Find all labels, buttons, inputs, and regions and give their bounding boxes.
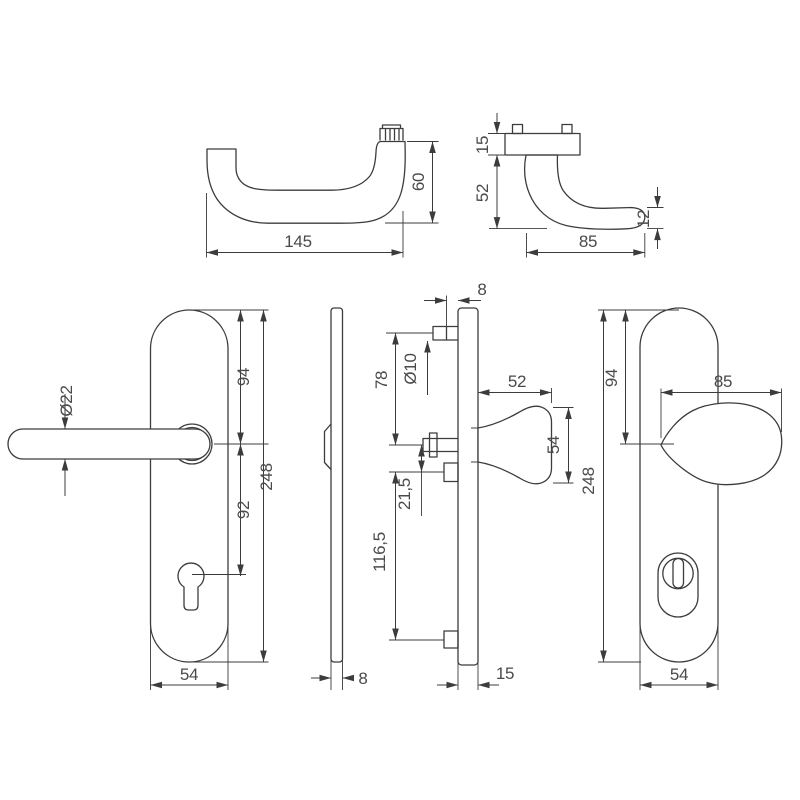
knob-plate-front-view: 94 85 248 54	[579, 307, 783, 690]
secure-plate-side-view: 8 Ø10 78 21,5 116,5 15 52 54	[370, 280, 574, 690]
cylinder-guard-slot	[672, 557, 685, 589]
dim-label-knob-plate-width: 54	[670, 665, 688, 684]
knob-front-outline	[660, 402, 783, 486]
mounting-plate	[504, 132, 581, 156]
lever-side-view: 15 52 85 12	[473, 113, 664, 258]
dim-label-knob-plate-height: 248	[579, 467, 598, 494]
dim-label-spindle-to-lug: 21,5	[395, 478, 414, 510]
spindle-collar	[428, 432, 438, 458]
fixing-lug-bottom	[443, 630, 459, 649]
dim-label-bar-diameter: Ø22	[57, 385, 76, 416]
dim-label-plate-height: 248	[257, 463, 276, 490]
dim-label-top-to-lever: 94	[234, 368, 253, 386]
lever-side-dimensions: 15 52 85 12	[473, 113, 664, 258]
thin-plate-side-view: 8	[311, 307, 368, 690]
dim-label-knob-width: 85	[714, 372, 732, 391]
lever-top-dimensions: 145 60	[206, 141, 439, 258]
knob-side-outline	[477, 405, 553, 485]
thin-plate-outline	[330, 307, 344, 663]
hub-bump	[323, 423, 332, 471]
fixing-lug-middle	[443, 462, 459, 483]
dim-label-lever-to-cylinder: 92	[234, 501, 253, 519]
mounting-lug-right	[561, 123, 573, 135]
dim-label-thin-plate-thickness: 8	[358, 669, 367, 688]
lever-plate-front-view: Ø22 94 92 248 54	[7, 309, 276, 690]
dim-label-top-to-knob: 94	[602, 369, 621, 387]
thin-plate-dimensions: 8	[311, 659, 368, 690]
fixing-bolt-top	[432, 325, 459, 341]
euro-cylinder-keyhole	[177, 562, 205, 611]
knob-neck-seams	[471, 427, 478, 463]
dim-label-bolt-diameter: Ø10	[401, 353, 420, 384]
dim-label-grip-drop: 52	[473, 184, 492, 202]
dim-label-lug-spacing: 116,5	[370, 532, 389, 572]
cylinder-guard-outline	[657, 552, 699, 618]
lever-plate-dimensions: Ø22 94 92 248 54	[57, 309, 276, 690]
lever-top-outline	[206, 140, 406, 224]
mounting-lug-left	[511, 123, 524, 135]
knob-plate-dimensions: 94 85 248 54	[579, 309, 782, 690]
dim-label-lever-length: 145	[284, 232, 311, 251]
dim-label-bolt-to-spindle: 78	[372, 371, 391, 389]
lever-side-outline	[523, 154, 646, 230]
spindle-shaft	[379, 124, 404, 141]
dim-label-rose-thickness: 15	[473, 136, 492, 154]
secure-plate-outline	[457, 307, 479, 666]
secure-plate-front-outline	[639, 307, 719, 663]
dim-label-grip-reach: 85	[579, 232, 597, 251]
backplate-outline	[149, 309, 229, 663]
dim-label-knob-projection: 52	[508, 372, 526, 391]
dim-label-lever-height: 60	[409, 173, 428, 191]
dim-label-knob-diameter: 54	[544, 436, 563, 454]
lever-top-view: 145 60	[206, 124, 439, 258]
dim-label-plate-width: 54	[180, 665, 198, 684]
secure-plate-dimensions: 8 Ø10 78 21,5 116,5 15 52 54	[370, 280, 574, 690]
spindle-side	[422, 437, 459, 453]
dim-label-grip-tip: 12	[634, 210, 653, 228]
dim-label-bolt-offset: 8	[477, 280, 486, 299]
dim-label-secure-plate-thickness: 15	[496, 664, 514, 683]
lever-grip-bar	[7, 428, 211, 460]
